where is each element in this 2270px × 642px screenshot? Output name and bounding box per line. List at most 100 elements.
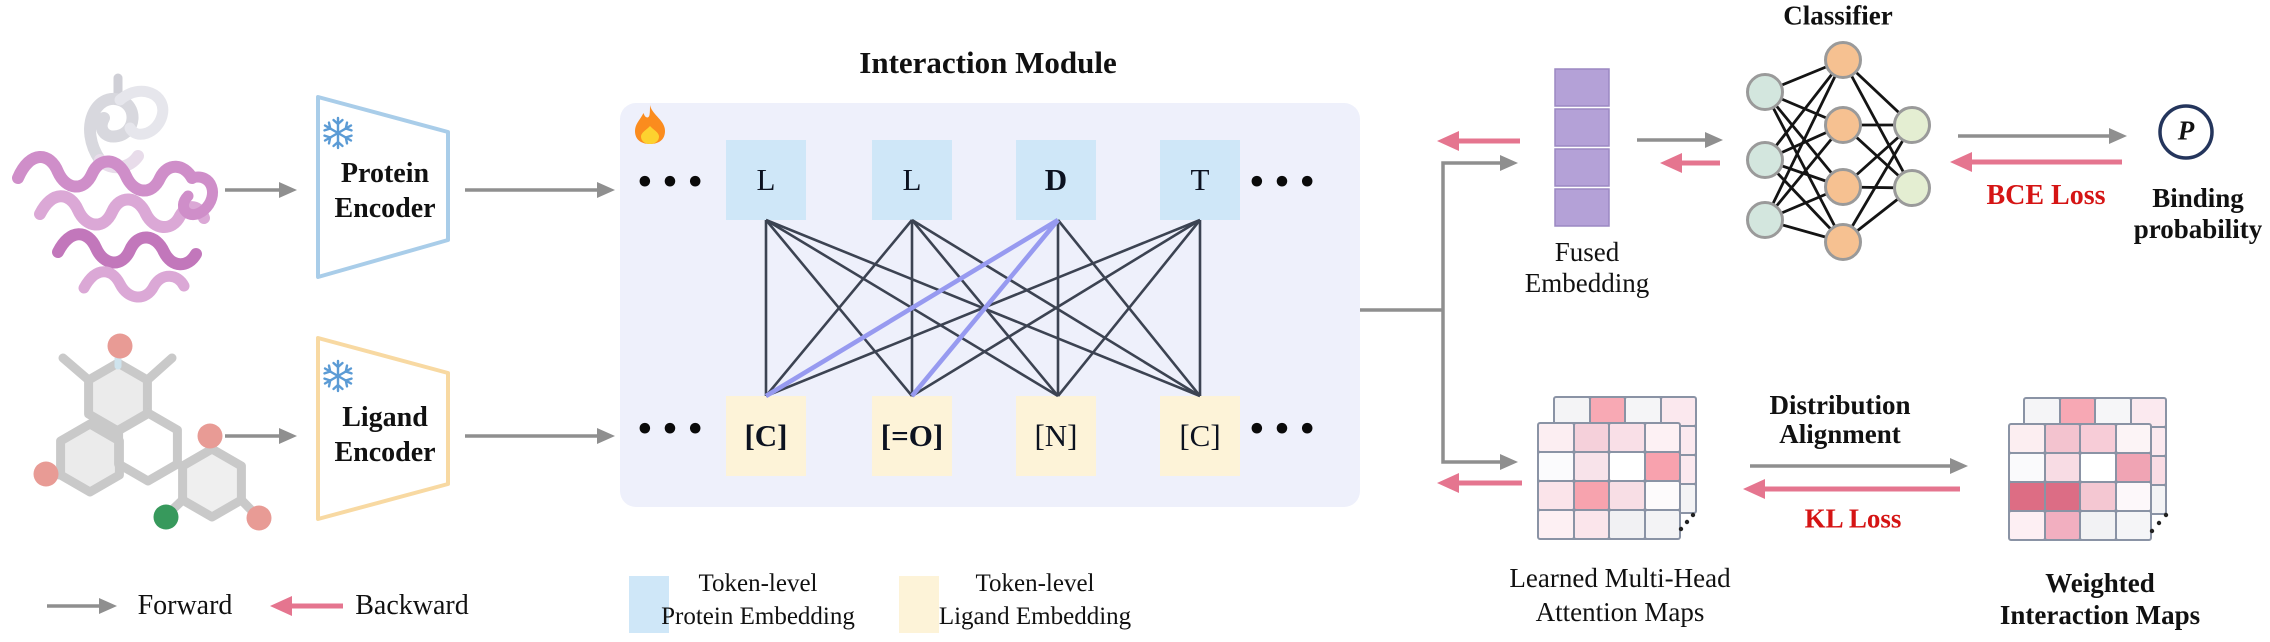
oxygen-atom — [33, 461, 59, 487]
oxygen-atom — [246, 505, 272, 531]
map-cell — [1626, 398, 1660, 425]
ellipsis: ••• — [1247, 165, 1323, 201]
output-node — [1893, 106, 1931, 144]
ellipsis: ••• — [1247, 412, 1323, 448]
weighted-maps-front-grid — [2008, 423, 2152, 541]
ellipsis: ••• — [635, 165, 711, 201]
map-cell — [2131, 399, 2165, 426]
map-cell — [2010, 512, 2044, 539]
map-cell — [1574, 453, 1608, 480]
output-node — [1893, 169, 1931, 207]
ligand-structure-image — [33, 333, 272, 531]
map-cell — [1645, 424, 1679, 451]
map-cell — [1610, 453, 1644, 480]
map-cell — [1610, 482, 1644, 509]
map-cell — [2045, 454, 2079, 481]
probability-symbol: P — [2177, 115, 2195, 146]
map-cell — [1574, 511, 1608, 538]
protein-token: T — [1160, 140, 1240, 220]
hidden-node — [1824, 168, 1862, 206]
ligand-encoder-shape — [316, 336, 450, 521]
map-cell — [1574, 482, 1608, 509]
map-cell — [1661, 398, 1695, 425]
map-cell — [2010, 425, 2044, 452]
ligand-token: [=O] — [872, 396, 952, 476]
map-cell — [2116, 512, 2150, 539]
ligand-token: [C] — [726, 396, 806, 476]
map-cell — [2116, 425, 2150, 452]
ligand-token: [N] — [1016, 396, 1096, 476]
ligand-embedding-legend-label: Token-level Ligand Embedding — [938, 570, 1132, 630]
map-cell — [1645, 511, 1679, 538]
protein-embedding-swatch — [629, 576, 669, 633]
map-cell — [2116, 454, 2150, 481]
highlighted-attention-lines — [764, 218, 1060, 398]
map-cell — [2025, 399, 2059, 426]
input-node — [1746, 201, 1784, 239]
backward-arrows — [292, 138, 2122, 609]
bce-loss-label: BCE Loss — [1986, 180, 2106, 211]
map-cell — [2081, 512, 2115, 539]
forward-arrowheads — [99, 128, 2127, 614]
backward-legend-label: Backward — [355, 590, 469, 621]
map-cell — [1539, 511, 1573, 538]
map-cell — [2081, 425, 2115, 452]
protein-token: L — [872, 140, 952, 220]
ligand-token: [C] — [1160, 396, 1240, 476]
map-cell — [1590, 398, 1624, 425]
protein-encoder-shape — [316, 95, 450, 279]
ligand-encoder-label: Ligand Encoder — [334, 402, 436, 468]
distribution-alignment-label: Distribution Alignment — [1769, 390, 1911, 449]
fused-embedding-label: Fused Embedding — [1524, 237, 1650, 298]
probability-circle — [2158, 104, 2214, 160]
weighted-maps-label: Weighted Interaction Maps — [1999, 568, 2201, 630]
classifier-network — [1746, 41, 1931, 261]
map-cell — [1539, 453, 1573, 480]
map-cell — [1610, 511, 1644, 538]
map-cell — [1555, 398, 1589, 425]
protein-encoder-label: Protein Encoder — [334, 158, 436, 224]
map-cell — [1610, 424, 1644, 451]
map-cell — [2081, 483, 2115, 510]
classifier-title: Classifier — [1783, 0, 1893, 31]
map-cell — [1645, 482, 1679, 509]
input-node — [1746, 73, 1784, 111]
interaction-module-title: Interaction Module — [859, 45, 1117, 80]
map-cell — [2096, 399, 2130, 426]
binding-probability-label: Binding probability — [2133, 183, 2263, 244]
map-cell — [1539, 482, 1573, 509]
forward-arrows — [47, 134, 2109, 608]
map-cell — [2045, 425, 2079, 452]
map-cell — [2010, 454, 2044, 481]
attention-maps-front-grid — [1537, 422, 1681, 540]
map-cell — [1539, 424, 1573, 451]
protein-structure-image — [12, 73, 218, 303]
attention-maps-label: Learned Multi-Head Attention Maps — [1509, 563, 1731, 627]
backward-arrowheads — [270, 131, 1972, 616]
input-node — [1746, 141, 1784, 179]
more-maps-dots — [1678, 512, 2169, 534]
map-cell — [1645, 453, 1679, 480]
map-cell — [1574, 424, 1608, 451]
forward-legend-label: Forward — [137, 590, 233, 621]
hidden-node — [1824, 106, 1862, 144]
ellipsis: ••• — [635, 412, 711, 448]
map-cell — [2045, 512, 2079, 539]
map-cell — [2045, 483, 2079, 510]
ligand-embedding-swatch — [899, 576, 939, 633]
protein-token: L — [726, 140, 806, 220]
chlorine-atom — [153, 504, 179, 530]
fused-embedding-stack — [1554, 68, 1610, 227]
map-cell — [2010, 483, 2044, 510]
map-cell — [2060, 399, 2094, 426]
cross-attention-lines — [764, 218, 1202, 398]
map-cell — [2116, 483, 2150, 510]
hidden-node — [1824, 41, 1862, 79]
kl-loss-label: KL Loss — [1804, 503, 1902, 534]
oxygen-atom — [197, 423, 223, 449]
protein-embedding-legend-label: Token-level Protein Embedding — [661, 570, 855, 630]
hidden-node — [1824, 223, 1862, 261]
protein-token: D — [1016, 140, 1096, 220]
